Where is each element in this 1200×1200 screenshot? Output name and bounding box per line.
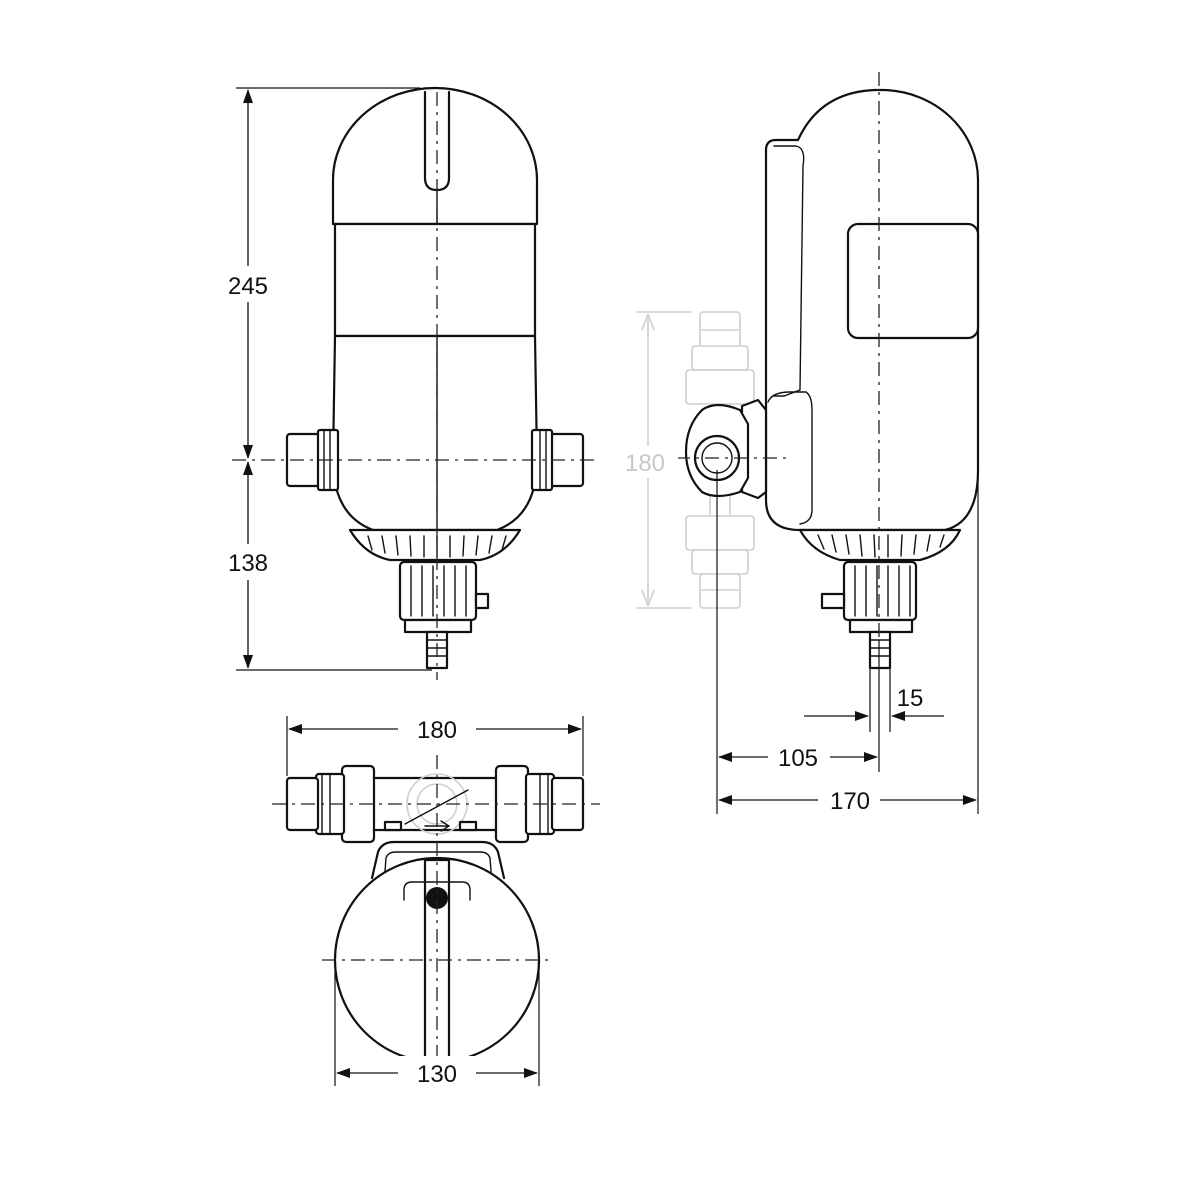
dim-front-height-upper: 245 — [228, 273, 268, 300]
side-dimensions: 180 15 105 170 — [616, 311, 979, 817]
dim-front-height-lower: 138 — [228, 550, 268, 577]
dim-side-axis-offset: 105 — [778, 745, 818, 772]
front-dimensions: 245 138 — [218, 87, 432, 671]
front-view — [232, 86, 600, 680]
front-middle-band — [333, 222, 537, 338]
dim-top-width-body: 130 — [417, 1061, 457, 1088]
side-faint-pipe — [685, 311, 755, 609]
dim-side-total-depth: 170 — [830, 788, 870, 815]
front-lower-bell — [348, 528, 522, 562]
top-knob — [426, 887, 448, 909]
top-dimensions: 180 130 — [286, 712, 584, 1090]
dim-side-outlet-width: 15 — [897, 685, 924, 712]
side-view — [676, 72, 980, 670]
top-view — [272, 755, 600, 1070]
front-lower-body — [331, 334, 539, 532]
side-window — [846, 222, 980, 340]
side-drain-spout — [868, 630, 892, 670]
side-lower-bell — [798, 528, 962, 562]
front-right-connector — [530, 428, 585, 492]
dim-top-width-pipe: 180 — [417, 717, 457, 744]
dim-side-pipe-faint: 180 — [625, 450, 665, 477]
